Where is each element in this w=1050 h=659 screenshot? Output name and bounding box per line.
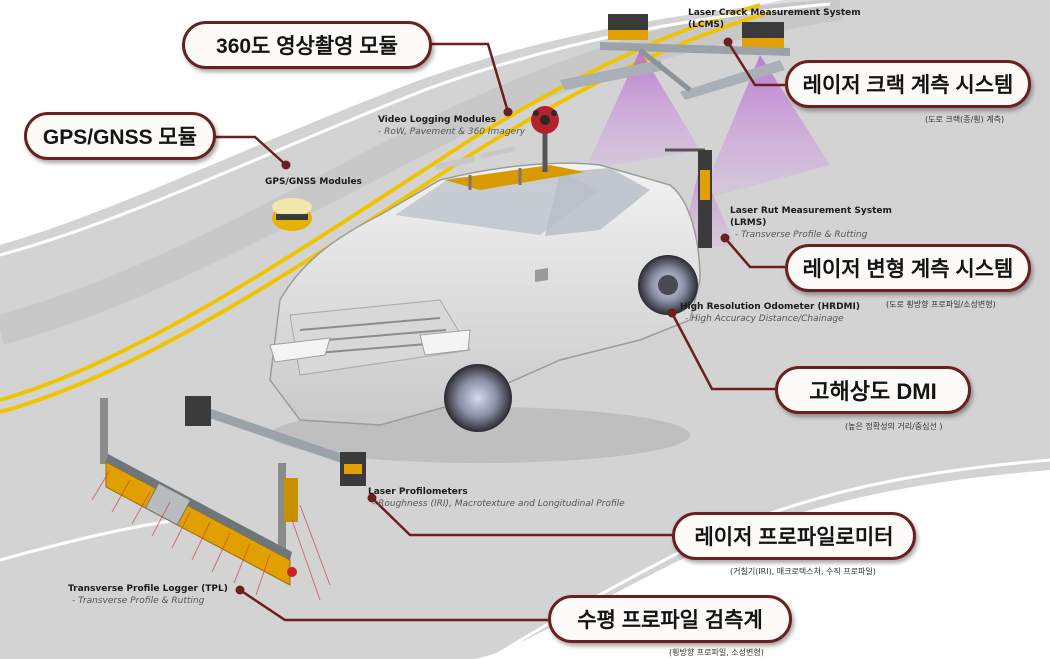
- dmi-title: High Resolution Odometer (HRDMI): [680, 302, 860, 312]
- dmi-subtitle: - High Accuracy Distance/Chainage: [685, 314, 844, 324]
- note-dmi: (높은 정확성의 거리/중심선 ): [845, 422, 943, 431]
- leader-camera360: [430, 42, 510, 113]
- video-logging-subtitle: - RoW, Pavement & 360 Imagery: [378, 127, 526, 137]
- tpl-title: Transverse Profile Logger (TPL): [68, 584, 228, 594]
- note-tpl: (횡방향 프로파일, 소성변형): [669, 648, 764, 657]
- note-lrms: (도로 횡방향 프로파일/소성변형): [886, 300, 996, 309]
- leader-endpoints: [235, 37, 733, 595]
- lrms-description: - Transverse Profile & Rutting: [735, 230, 868, 240]
- tpl-subtitle: - Transverse Profile & Rutting: [72, 596, 205, 606]
- vehicle: [269, 162, 701, 463]
- callout-dmi: 고해상도 DMI: [775, 366, 971, 414]
- note-lcms: (도로 크랙(종/횡) 계측): [925, 115, 1005, 124]
- leader-dmi: [670, 312, 775, 391]
- leader-lrms: [724, 237, 785, 269]
- leader-lines: [215, 41, 785, 622]
- roof-rack: [434, 130, 585, 190]
- profilometer-title: Laser Profilometers: [368, 487, 468, 497]
- gps-antenna: [272, 198, 312, 231]
- callout-profilometer: 레이저 프로파일로미터: [672, 512, 916, 560]
- profilometer-subtitle: - Roughness (IRI), Macrotexture and Long…: [372, 499, 625, 509]
- note-profilometer: (거칠기(IRI), 매크로텍스처, 수직 프로파일): [730, 567, 876, 576]
- lrms-unit: [665, 148, 712, 248]
- callout-lcms: 레이저 크랙 계측 시스템: [785, 60, 1031, 108]
- lcms-title: Laser Crack Measurement System: [688, 8, 861, 18]
- leader-lcms: [726, 41, 785, 87]
- camera-360: [531, 106, 559, 134]
- callout-360-camera: 360도 영상촬영 모듈: [182, 21, 432, 69]
- video-logging-title: Video Logging Modules: [378, 115, 497, 125]
- tpl-unit: [91, 398, 331, 601]
- gps-modules-title: GPS/GNSS Modules: [265, 177, 362, 187]
- road-centerline: [0, 3, 771, 414]
- lrms-title: Laser Rut Measurement System: [730, 206, 892, 216]
- leader-profilometer: [371, 497, 672, 537]
- leader-gps: [215, 135, 287, 166]
- lcms-acronym: (LCMS): [688, 20, 725, 30]
- profilometer-bar: [185, 396, 366, 486]
- lcms-unit: [560, 14, 790, 100]
- callout-tpl: 수평 프로파일 검측계: [548, 595, 792, 643]
- lrms-acronym: (LRMS): [730, 218, 767, 228]
- callout-lrms: 레이저 변형 계측 시스템: [785, 244, 1031, 292]
- leader-tpl: [239, 588, 548, 622]
- callout-gps: GPS/GNSS 모듈: [24, 112, 216, 160]
